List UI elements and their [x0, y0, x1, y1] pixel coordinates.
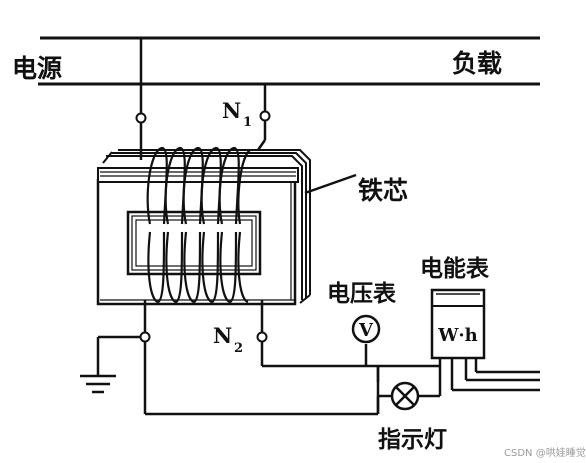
- core-leader-line: [304, 173, 357, 195]
- core-lamination-lines: [100, 171, 296, 301]
- n2-subscript: 2: [234, 341, 243, 356]
- terminal-n1-right: [259, 110, 271, 122]
- ground-icon: [80, 374, 116, 394]
- iron-core: [102, 149, 311, 304]
- core-label: 铁芯: [358, 176, 408, 205]
- n2-label: N: [213, 323, 232, 348]
- lamp-icon: [376, 366, 420, 414]
- energy-meter-icon: W·h: [430, 288, 486, 360]
- terminal-n2-left: [139, 331, 151, 343]
- secondary-winding: [147, 231, 249, 304]
- watermark: CSDN @哄娃睡觉: [504, 446, 586, 459]
- n1-label: N: [222, 98, 241, 123]
- primary-winding: [146, 146, 251, 225]
- energy-meter-leads: [438, 358, 540, 396]
- power-lines: [40, 36, 540, 86]
- terminal-n1-left: [135, 112, 147, 124]
- terminal-n2-right: [256, 331, 268, 343]
- voltmeter-label: 电压表: [327, 280, 397, 307]
- load-label: 负载: [452, 49, 502, 78]
- core-window-laminations: [131, 215, 257, 271]
- primary-leads: [139, 38, 267, 160]
- n1-subscript: 1: [243, 115, 252, 130]
- voltmeter-icon: V: [351, 314, 381, 344]
- energy-meter-label: 电能表: [420, 255, 490, 282]
- voltmeter-symbol: V: [358, 320, 374, 341]
- indicator-lamp-label: 指示灯: [378, 426, 447, 453]
- energy-meter-unit: W·h: [437, 325, 478, 346]
- core-top-lamination: [97, 167, 299, 183]
- source-label: 电源: [12, 54, 62, 83]
